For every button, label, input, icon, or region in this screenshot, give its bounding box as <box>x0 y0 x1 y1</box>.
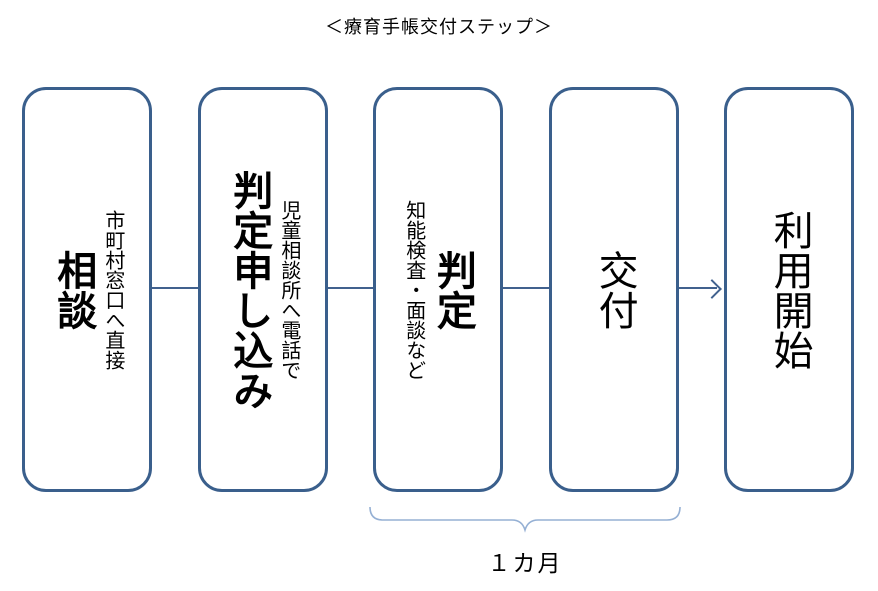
step-main-label: 利用開始 <box>767 209 812 370</box>
step-annotation: 児童相談所へ電話で <box>277 199 300 380</box>
step-text-group: 児童相談所へ電話で 判定申し込み <box>222 90 304 489</box>
step-main-label: 判定申し込み <box>227 169 272 410</box>
connector-line-2 <box>328 287 373 289</box>
step-main-label: 相談 <box>51 249 96 330</box>
step-box-assessment-application: 児童相談所へ電話で 判定申し込み <box>198 87 328 492</box>
step-box-consultation: 市町村窓口へ直接 相談 <box>22 87 152 492</box>
step-text-group: 交付 <box>587 90 640 489</box>
step-box-issuance: 交付 <box>549 87 679 492</box>
step-main-label: 判定 <box>430 249 475 330</box>
step-main-label: 交付 <box>592 249 637 330</box>
connector-line-4 <box>679 287 717 289</box>
diagram-title: ＜療育手帳交付ステップ＞ <box>325 17 553 37</box>
duration-label: １カ月 <box>487 550 563 576</box>
step-text-group: 利用開始 <box>762 90 815 489</box>
duration-bracket <box>369 506 681 533</box>
step-annotation: 市町村窓口へ直接 <box>101 209 124 370</box>
arrow-head-icon <box>702 279 722 299</box>
step-text-group: 市町村窓口へ直接 相談 <box>46 90 128 489</box>
step-box-assessment: 判定 知能検査・面談など <box>373 87 503 492</box>
step-text-group: 判定 知能検査・面談など <box>397 90 479 489</box>
step-box-start-of-use: 利用開始 <box>724 87 854 492</box>
step-annotation: 知能検査・面談など <box>402 199 425 380</box>
connector-line-3 <box>503 287 549 289</box>
connector-line-1 <box>152 287 198 289</box>
